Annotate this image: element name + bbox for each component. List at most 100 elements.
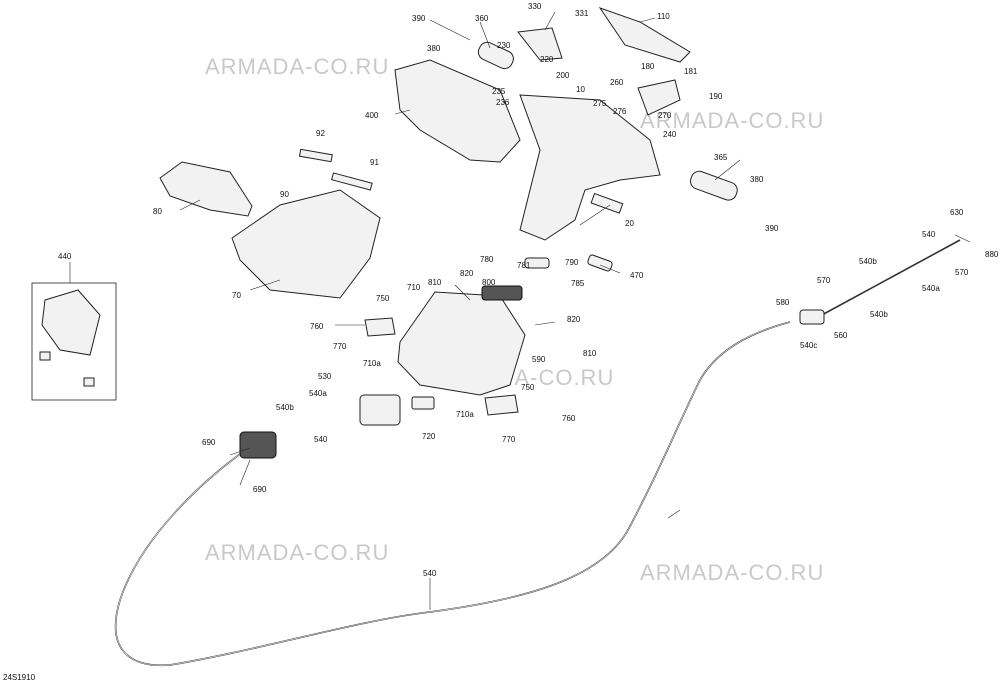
callout: 770 bbox=[502, 435, 516, 444]
callout: 570 bbox=[817, 276, 831, 285]
callout: 540 bbox=[423, 569, 437, 578]
callout: 785 bbox=[571, 279, 585, 288]
callout: 540 bbox=[922, 230, 936, 239]
watermarks: ARMADA-CO.RU ARMADA-CO.RU ARMADA-CO.RU A… bbox=[205, 54, 824, 585]
callout: 560 bbox=[834, 331, 848, 340]
part-590 bbox=[359, 394, 401, 426]
callout: 810 bbox=[583, 349, 597, 358]
callout: 580 bbox=[776, 298, 790, 307]
callout: 800 bbox=[482, 278, 496, 287]
callout: 760 bbox=[310, 322, 324, 331]
callout: 880 bbox=[985, 250, 999, 259]
callout: 70 bbox=[232, 291, 241, 300]
callout: 90 bbox=[280, 190, 289, 199]
callout: 710 bbox=[407, 283, 421, 292]
part-790 bbox=[524, 257, 550, 269]
callout: 570 bbox=[955, 268, 969, 277]
leader-lines bbox=[179, 11, 971, 610]
callout: 540c bbox=[800, 341, 817, 350]
callout-440: 440 bbox=[58, 252, 72, 261]
part-10 bbox=[519, 94, 661, 241]
callout: 590 bbox=[532, 355, 546, 364]
part-110 bbox=[598, 7, 691, 63]
callout: 260 bbox=[610, 78, 624, 87]
part-570 bbox=[799, 309, 825, 325]
callout: 10 bbox=[576, 85, 585, 94]
callout: 390 bbox=[765, 224, 779, 233]
callout: 750 bbox=[521, 383, 535, 392]
housing-parts bbox=[239, 254, 825, 459]
callout: 80 bbox=[153, 207, 162, 216]
callout: 390 bbox=[412, 14, 426, 23]
callout: 190 bbox=[709, 92, 723, 101]
callout: 330 bbox=[528, 2, 542, 11]
steering-cover-parts bbox=[394, 7, 738, 241]
callout: 540b bbox=[859, 257, 877, 266]
callout: 92 bbox=[316, 129, 325, 138]
part-710 bbox=[397, 291, 526, 396]
callout: 230 bbox=[497, 41, 511, 50]
callout: 240 bbox=[663, 130, 677, 139]
part-92 bbox=[298, 148, 333, 163]
callout: 540b bbox=[276, 403, 294, 412]
callout: 540 bbox=[314, 435, 328, 444]
callout: 275 bbox=[593, 99, 607, 108]
callout: 750 bbox=[376, 294, 390, 303]
cable-540 bbox=[114, 239, 961, 667]
callout: 365 bbox=[714, 153, 728, 162]
part-20 bbox=[590, 192, 624, 214]
callout: 360 bbox=[475, 14, 489, 23]
callout: 820 bbox=[567, 315, 581, 324]
callout: 710a bbox=[456, 410, 474, 419]
part-400 bbox=[394, 59, 521, 163]
callout: 820 bbox=[460, 269, 474, 278]
callout: 540a bbox=[309, 389, 327, 398]
part-750-left bbox=[364, 317, 396, 337]
part-750-right bbox=[484, 394, 519, 416]
part-365 bbox=[690, 170, 738, 201]
callout: 91 bbox=[370, 158, 379, 167]
part-470 bbox=[587, 254, 613, 272]
callout: 690 bbox=[253, 485, 267, 494]
inset-440: 440 bbox=[31, 252, 117, 401]
part-360 bbox=[477, 41, 514, 70]
part-800 bbox=[481, 285, 523, 301]
callout: 760 bbox=[562, 414, 576, 423]
callout: 200 bbox=[556, 71, 570, 80]
part-70 bbox=[231, 189, 381, 299]
watermark-text: ARMADA-CO.RU bbox=[640, 108, 824, 133]
callout: 690 bbox=[202, 438, 216, 447]
callout: 220 bbox=[540, 55, 554, 64]
drawing-code: 24S1910 bbox=[3, 673, 36, 682]
part-91 bbox=[331, 172, 373, 191]
callout: 400 bbox=[365, 111, 379, 120]
callout: 781 bbox=[517, 261, 531, 270]
part-540b-fitting bbox=[239, 431, 277, 459]
callout: 720 bbox=[422, 432, 436, 441]
part-180 bbox=[637, 79, 681, 116]
callout: 470 bbox=[630, 271, 644, 280]
watermark-text: ARMADA-CO.RU bbox=[640, 560, 824, 585]
part-710a bbox=[411, 396, 435, 410]
callout: 181 bbox=[684, 67, 698, 76]
callout: 270 bbox=[658, 111, 672, 120]
callout: 380 bbox=[750, 175, 764, 184]
callout: 540a bbox=[922, 284, 940, 293]
panel-parts bbox=[159, 148, 381, 299]
callout: 780 bbox=[480, 255, 494, 264]
callout: 110 bbox=[657, 12, 670, 21]
part-80 bbox=[159, 161, 253, 217]
callout: 710a bbox=[363, 359, 381, 368]
watermark-text: ARMADA-CO.RU bbox=[205, 54, 389, 79]
callout: 810 bbox=[428, 278, 442, 287]
callout: 790 bbox=[565, 258, 579, 267]
callout: 380 bbox=[427, 44, 441, 53]
callout: 530 bbox=[318, 372, 332, 381]
callout: 331 bbox=[575, 9, 589, 18]
callout: 180 bbox=[641, 62, 655, 71]
callout: 630 bbox=[950, 208, 964, 217]
callout: 235 bbox=[492, 87, 506, 96]
watermark-text: ARMADA-CO.RU bbox=[205, 540, 389, 565]
callout: 540b bbox=[870, 310, 888, 319]
